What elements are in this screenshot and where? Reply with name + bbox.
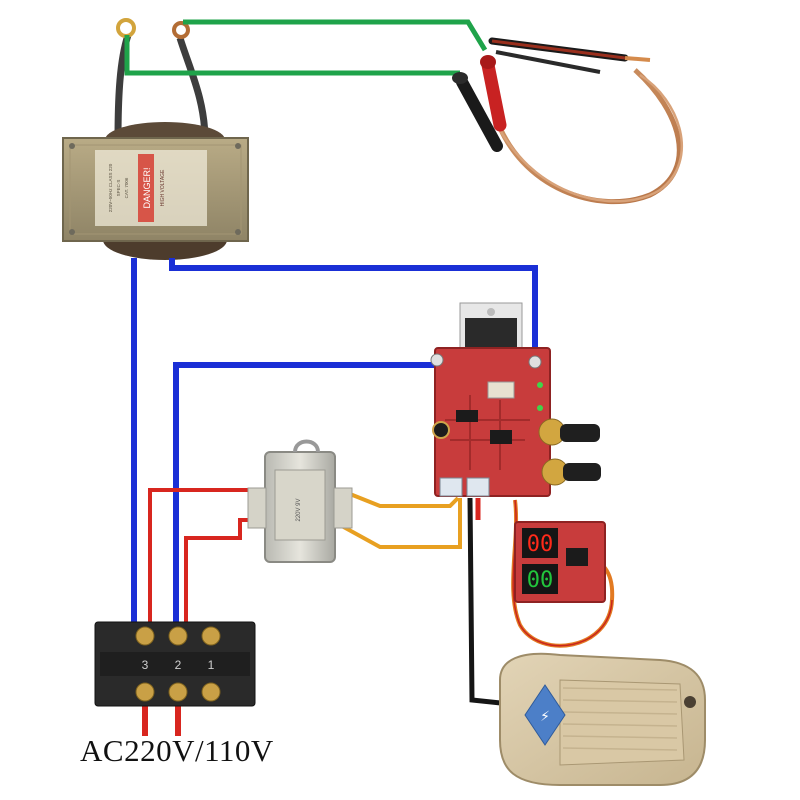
control-transformer-label: 220V 9V [296,498,302,521]
transformer-spec-1: 220V~50Hz CLASS 220 [108,163,113,212]
control-transformer: 220V 9V [247,439,353,563]
blue-wire-main-2 [169,258,538,362]
red-wire-2 [184,518,265,638]
power-supply-label: AC220V/110V [80,733,274,768]
bottom-connector-1 [439,477,463,497]
electrode-rods [488,37,651,74]
terminal-number-1: 1 [208,658,215,672]
terminal-screws-top [135,626,221,646]
main-transformer: DANGER! HIGH VOLTAGE 220V~50Hz CLASS 220… [62,18,249,260]
terminal-screws-bottom [135,682,221,702]
blue-wire-board [173,362,438,638]
transformer-sticker: DANGER! HIGH VOLTAGE 220V~50Hz CLASS 220… [95,150,207,226]
board-terminal-2 [528,355,542,369]
terminal-block: 3 2 1 [94,621,256,707]
copper-cable-2 [498,73,684,203]
orange-wire-2 [339,498,462,549]
ic-chip-1 [456,410,478,422]
black-weld-pen [452,72,503,152]
terminal-number-2: 2 [175,658,182,672]
copper-cable-1 [492,68,682,205]
board-terminal-1 [430,353,444,367]
display-chip [566,548,588,566]
transformer-warning-sub: HIGH VOLTAGE [160,169,166,206]
pedal-logo-mark: ⚡ [540,709,550,725]
display-module: 00 00 [511,499,615,648]
green-wire-lower [124,35,460,76]
green-wires [124,19,488,76]
transformer-warning-text: DANGER! [142,167,152,208]
display-top-digits: 00 [527,532,554,557]
ring-lug-right [172,21,190,39]
pot-knob-2 [541,458,601,486]
welding-pen-assembly [452,37,684,205]
bottom-connector-2 [466,477,490,497]
pcb [434,347,551,497]
foot-pedal: ⚡ [499,652,706,786]
pot-knob-1 [538,418,600,446]
display-bottom-digits: 00 [527,568,554,593]
control-board [430,302,601,497]
orange-wires [339,488,462,549]
pedal-hinge [684,696,696,708]
capacitor [432,421,450,439]
transformer-spec-3: CAT. 7006 [124,177,129,198]
status-led-2 [537,405,543,411]
pedal-logo [524,684,566,746]
green-wire-upper [183,19,488,52]
orange-wire-1 [339,488,460,508]
status-led-1 [537,382,543,388]
transformer-spec-2: SPEC-S [116,180,121,197]
blue-wires [131,258,538,638]
red-weld-pen [480,55,507,132]
relay [487,381,515,399]
ring-lug-left [116,18,136,38]
ic-chip-2 [490,430,512,444]
terminal-number-3: 3 [142,658,149,672]
